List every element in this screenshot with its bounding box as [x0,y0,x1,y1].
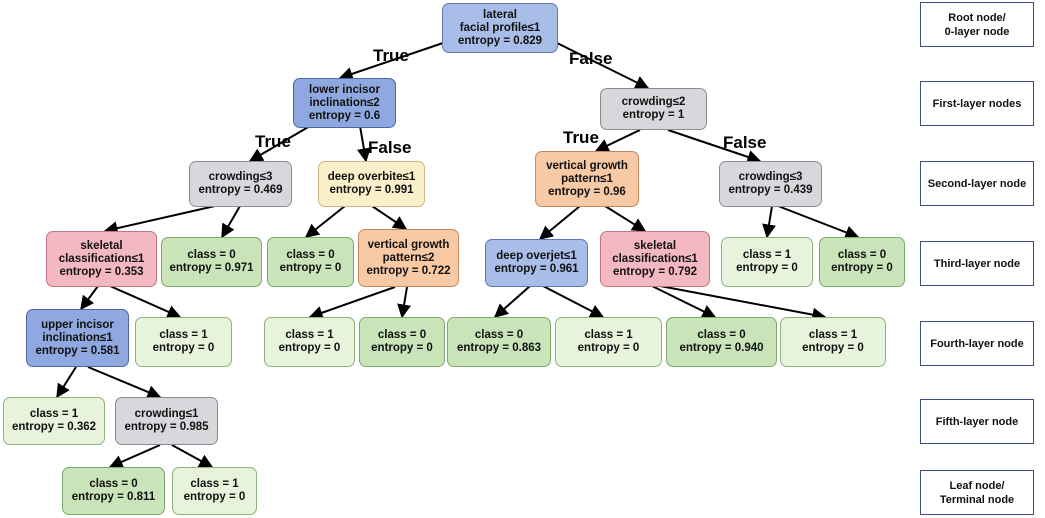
edge-root-n1R [556,42,650,89]
edge-n1R-n2d [667,129,762,164]
edge-n4a-n5b [87,366,162,399]
layer-label-third: Third-layer node [920,241,1034,286]
edge-n3f-n4g [651,285,717,318]
edge-n3d-n4c [308,286,396,320]
edge-n1R-n2c [594,129,641,152]
layer-label-first: First-layer nodes [920,81,1034,126]
edge-n2a-n3a [103,205,216,236]
edge-n1L-n2b [356,125,371,163]
branch-label-root-false: False [569,49,613,68]
edge-n2a-n3b [221,205,241,239]
edge-n2c-n3f [604,205,647,232]
layer-label-root: Root node/0-layer node [920,2,1034,47]
edge-n3f-n4h [659,285,827,322]
layer-label-second: Second-layer node [920,161,1034,206]
edge-n2c-n3e [538,205,581,240]
edge-n3a-n4a [80,285,99,311]
edge-root-n1L [338,42,444,81]
edge-n3a-n4b [109,285,182,319]
branch-label-n1L-false: False [368,138,412,157]
layer-label-fourth: Fourth-layer node [920,321,1034,366]
branch-label-n1L-true: True [255,132,291,151]
edge-n5b-n6b [171,444,214,468]
edge-n2d-n3g [762,205,776,239]
edge-n1L-n2a [248,125,311,162]
edge-n5b-n6a [108,444,161,469]
edge-n3e-n4e [493,285,531,318]
branch-label-n1R-true: True [563,128,599,147]
layer-label-leaf: Leaf node/Terminal node [920,470,1034,515]
branch-label-n1R-false: False [723,133,767,152]
edge-n2b-n3c [304,205,346,238]
edge-n2d-n3h [777,205,860,239]
edge-n2b-n3d [371,205,408,230]
branch-label-root-true: True [373,46,409,65]
layer-label-fifth: Fifth-layer node [920,399,1034,444]
edge-n4a-n5a [56,366,77,399]
edge-n3d-n4d [397,286,411,319]
edge-n3e-n4f [542,285,605,318]
